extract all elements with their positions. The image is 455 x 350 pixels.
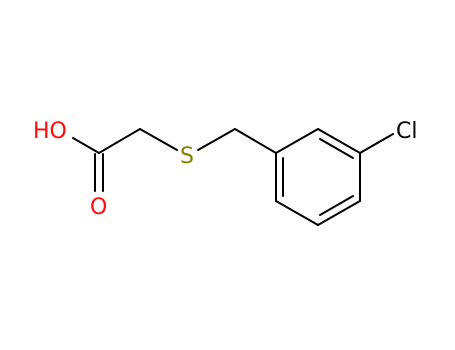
ring-bond-4 bbox=[317, 200, 361, 226]
ring-bond-1 bbox=[275, 128, 319, 154]
ring-bond-5 bbox=[275, 200, 319, 226]
bond-c-oh bbox=[72, 137, 100, 154]
hydroxyl-label: HO bbox=[33, 119, 67, 144]
carbonyl-oxygen-label: O bbox=[90, 195, 107, 220]
sulfur-label: S bbox=[180, 144, 194, 169]
bond-ring-cl bbox=[359, 133, 394, 154]
ring-bond-2 bbox=[317, 128, 361, 154]
bond-s-ch2 bbox=[197, 128, 236, 151]
bond-ch2-ring bbox=[234, 128, 277, 154]
chlorine-label: Cl bbox=[396, 119, 417, 144]
ring-inner-bond-2 bbox=[319, 195, 354, 216]
ring-inner-bond-1 bbox=[319, 138, 354, 159]
bond-carboxyl-ch2 bbox=[98, 128, 141, 154]
bonds bbox=[72, 128, 394, 226]
bond-ch2-s bbox=[139, 128, 178, 151]
